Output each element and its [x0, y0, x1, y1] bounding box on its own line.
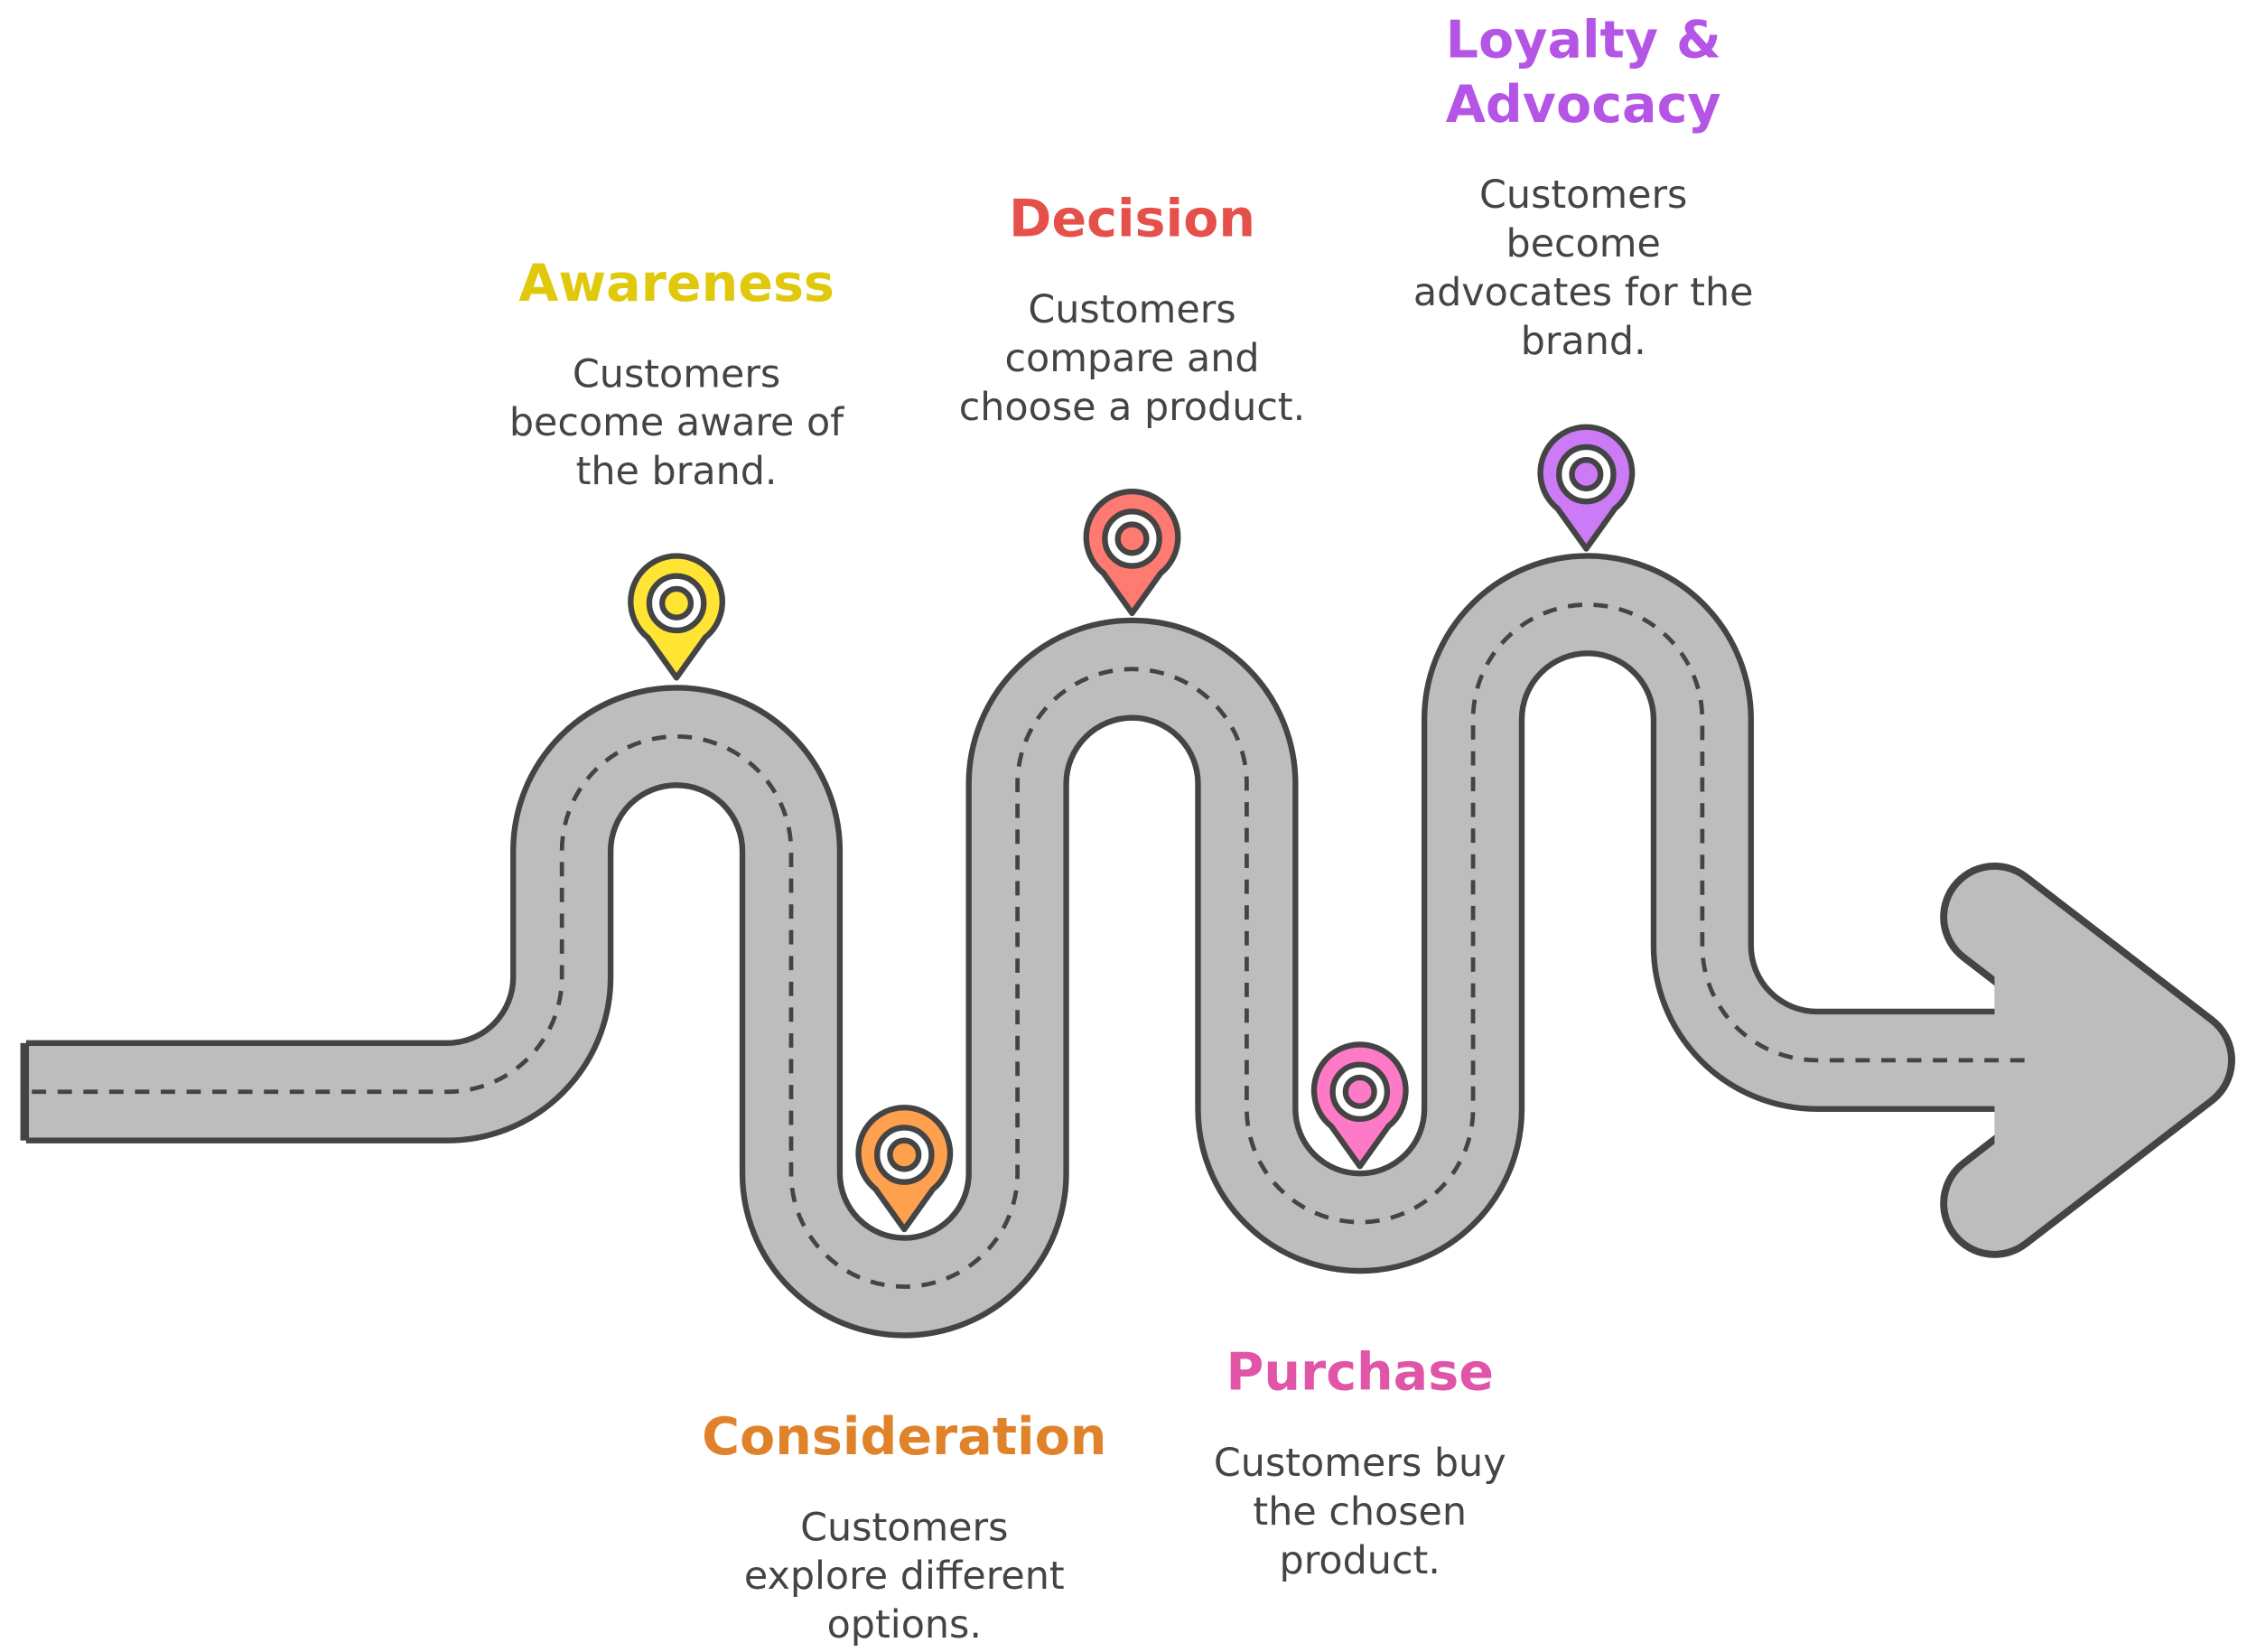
stage-description: Customers [1479, 173, 1687, 218]
location-pin-icon [1310, 1041, 1409, 1170]
stage-description: product. [1280, 1538, 1441, 1583]
stage-description: Customers buy [1214, 1441, 1506, 1486]
road [20, 553, 2235, 1339]
road-center-dashes [32, 602, 2028, 1289]
stage-title: Consideration [702, 1407, 1106, 1467]
stage-title: Loyalty & [1446, 10, 1721, 70]
arrow-head [1947, 869, 2229, 1251]
stage-description: the brand. [576, 449, 778, 494]
location-pin-icon [1083, 489, 1181, 617]
stage-description: Customers [1028, 287, 1235, 332]
stage-description: compare and [1004, 336, 1259, 381]
stage-description: options. [827, 1602, 982, 1647]
stage-description: choose a product. [959, 385, 1306, 430]
location-pin-icon [855, 1105, 954, 1233]
location-pin-icon [628, 553, 725, 681]
stage-description: become [1506, 221, 1661, 266]
stage-description: Customers [573, 351, 780, 397]
stage-description: the chosen [1253, 1489, 1467, 1535]
stage-description: become aware of [509, 400, 844, 445]
stage-label: Loyalty &AdvocacyCustomersbecomeadvocate… [1413, 10, 1754, 363]
location-pin-icon [1537, 424, 1636, 552]
stage-description: advocates for the [1413, 270, 1754, 315]
stage-title: Awareness [518, 254, 834, 313]
stage-title: Decision [1009, 190, 1255, 249]
stage-description: explore different [744, 1554, 1065, 1599]
stage-title: Purchase [1226, 1343, 1494, 1403]
stage-description: Customers [800, 1505, 1008, 1550]
stage-description: brand. [1521, 319, 1646, 364]
stage-title: Advocacy [1446, 75, 1721, 135]
